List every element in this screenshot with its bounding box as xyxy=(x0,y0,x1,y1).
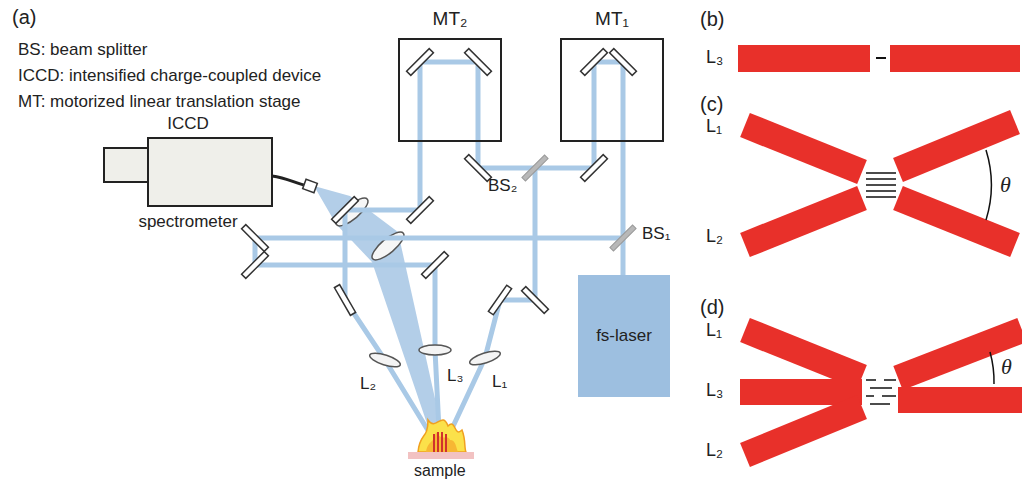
mirror xyxy=(407,49,434,76)
collection-lens xyxy=(368,228,408,264)
beam-splitters xyxy=(522,155,636,251)
optical-fiber xyxy=(272,176,308,186)
component-label: L₁ xyxy=(492,372,507,392)
beam-path xyxy=(345,62,535,450)
collection-light xyxy=(314,186,446,450)
beam-label: L₂ xyxy=(706,226,723,247)
spectrometer-unit: ICCD spectrometer xyxy=(100,112,276,234)
beam-path xyxy=(255,238,623,450)
stage-housing xyxy=(560,38,664,142)
beam-label: L₃ xyxy=(706,47,723,68)
panel-letter: (a) xyxy=(12,6,36,29)
mirror xyxy=(522,287,549,314)
mirror xyxy=(242,225,269,252)
interference-fringes xyxy=(866,173,896,197)
abbreviation-note: BS: beam splitter xyxy=(18,40,147,60)
node-label: fs-laser xyxy=(596,326,652,346)
beam-path xyxy=(535,62,623,275)
beam-splitter xyxy=(522,155,548,181)
beam-label: L₁ xyxy=(706,116,722,137)
panel-b-beams xyxy=(738,45,1020,72)
angle-arc xyxy=(990,352,994,384)
beam-path xyxy=(442,168,535,450)
panel-c-beams xyxy=(745,122,1015,245)
translation-stage: MT₁ xyxy=(560,6,664,142)
beam-splitter xyxy=(610,225,636,251)
translation-stage: MT₂ xyxy=(398,6,502,142)
sample-plate xyxy=(408,452,474,459)
laser-beams xyxy=(255,62,623,450)
mirror xyxy=(465,49,492,76)
focus-lens xyxy=(468,348,502,367)
focus-lens xyxy=(368,350,402,369)
mirror xyxy=(581,155,608,182)
stage-housing xyxy=(398,38,502,142)
node-label: ICCD xyxy=(167,114,209,134)
panel-letter: (b) xyxy=(700,8,724,31)
abbreviation-note: MT: motorized linear translation stage xyxy=(18,92,301,112)
node-sublabel: spectrometer xyxy=(138,212,237,232)
mirror xyxy=(488,285,511,315)
panel-letter: (d) xyxy=(700,296,724,319)
mirror xyxy=(332,197,359,224)
mirror xyxy=(465,155,492,182)
angle-symbol: θ xyxy=(1000,172,1011,197)
angle-symbol: θ xyxy=(1001,354,1012,379)
mirror xyxy=(334,285,355,316)
component-label: BS₁ xyxy=(642,224,670,244)
beam-label: L₁ xyxy=(706,320,722,341)
node-label: MT₁ xyxy=(595,8,629,30)
abbreviation-note: ICCD: intensified charge-coupled device xyxy=(18,66,321,86)
angle-arc xyxy=(986,150,991,220)
interference-fringes xyxy=(866,380,896,404)
component-label: sample xyxy=(414,462,466,480)
beam-label: L₃ xyxy=(706,380,723,401)
component-label: L₂ xyxy=(360,374,376,394)
mirror xyxy=(407,197,434,224)
beam-label: L₂ xyxy=(706,440,723,461)
fiber-connector xyxy=(303,179,318,193)
mirror xyxy=(242,252,269,279)
plasma xyxy=(418,420,466,452)
focus-lens xyxy=(419,345,451,355)
node-label: MT₂ xyxy=(433,8,468,30)
laser-source: fs-laser xyxy=(578,275,670,397)
panel-d-beams xyxy=(740,330,1022,455)
component-label: BS₂ xyxy=(488,176,517,196)
panel-letter: (c) xyxy=(700,93,723,116)
mirror xyxy=(422,252,449,279)
component-label: L₃ xyxy=(447,366,463,386)
mirror xyxy=(581,49,608,76)
iccd-camera xyxy=(104,148,148,182)
mirror xyxy=(610,49,637,76)
spectrometer-body xyxy=(104,138,272,206)
spectrometer-box xyxy=(148,138,272,206)
